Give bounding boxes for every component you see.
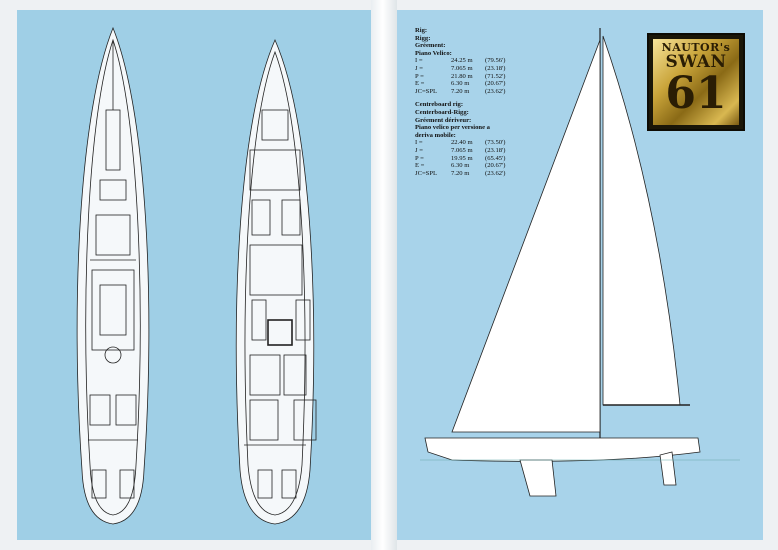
interior-plan-drawing bbox=[235, 39, 317, 525]
rig-row: J =7.065 m(23.18') bbox=[415, 64, 506, 72]
nautors-swan-logo: NAUTOR's SWAN 61 bbox=[647, 33, 745, 131]
logo-line-3: 61 bbox=[665, 68, 727, 119]
rig-headings: Rig: Rigg: Gréement: Piano Velico: bbox=[415, 27, 615, 57]
heading-cb-it: Piano velico per versione a bbox=[415, 124, 490, 132]
rig-row: E =6.30 m(20.67') bbox=[415, 80, 506, 88]
centreboard-row: P =19.95 m(65.45') bbox=[415, 154, 506, 162]
heading-rig-it: Piano Velico: bbox=[415, 49, 452, 57]
rig-row: I =24.25 m(79.56') bbox=[415, 57, 506, 65]
centreboard-row: J =7.065 m(23.18') bbox=[415, 146, 506, 154]
centreboard-headings: Centreboard rig: Centerboard-Rigg: Gréem… bbox=[415, 101, 615, 139]
rig-row: P =21.80 m(71.52') bbox=[415, 72, 506, 80]
deck-plan-drawing bbox=[76, 26, 150, 525]
rig-specifications: Rig: Rigg: Gréement: Piano Velico: I =24… bbox=[415, 27, 615, 177]
logo-line-1: NAUTOR's bbox=[661, 41, 731, 54]
heading-cb-de: Centerboard-Rigg: bbox=[415, 108, 469, 116]
heading-cb-fr: Gréement dériveur: bbox=[415, 116, 472, 124]
page-gutter bbox=[371, 0, 397, 550]
heading-cb-en: Centreboard rig: bbox=[415, 101, 464, 109]
sail-plan-drawing bbox=[420, 28, 740, 497]
centreboard-row: E =6.30 m(20.67') bbox=[415, 162, 506, 170]
heading-cb-it-2: deriva mobile: bbox=[415, 131, 456, 139]
heading-rig-en: Rig: bbox=[415, 27, 428, 34]
centreboard-row: I =22.40 m(73.50') bbox=[415, 139, 506, 147]
logo-line-2: SWAN bbox=[665, 52, 727, 72]
heading-rig-fr: Gréement: bbox=[415, 42, 446, 50]
heading-rig-de: Rigg: bbox=[415, 34, 431, 42]
